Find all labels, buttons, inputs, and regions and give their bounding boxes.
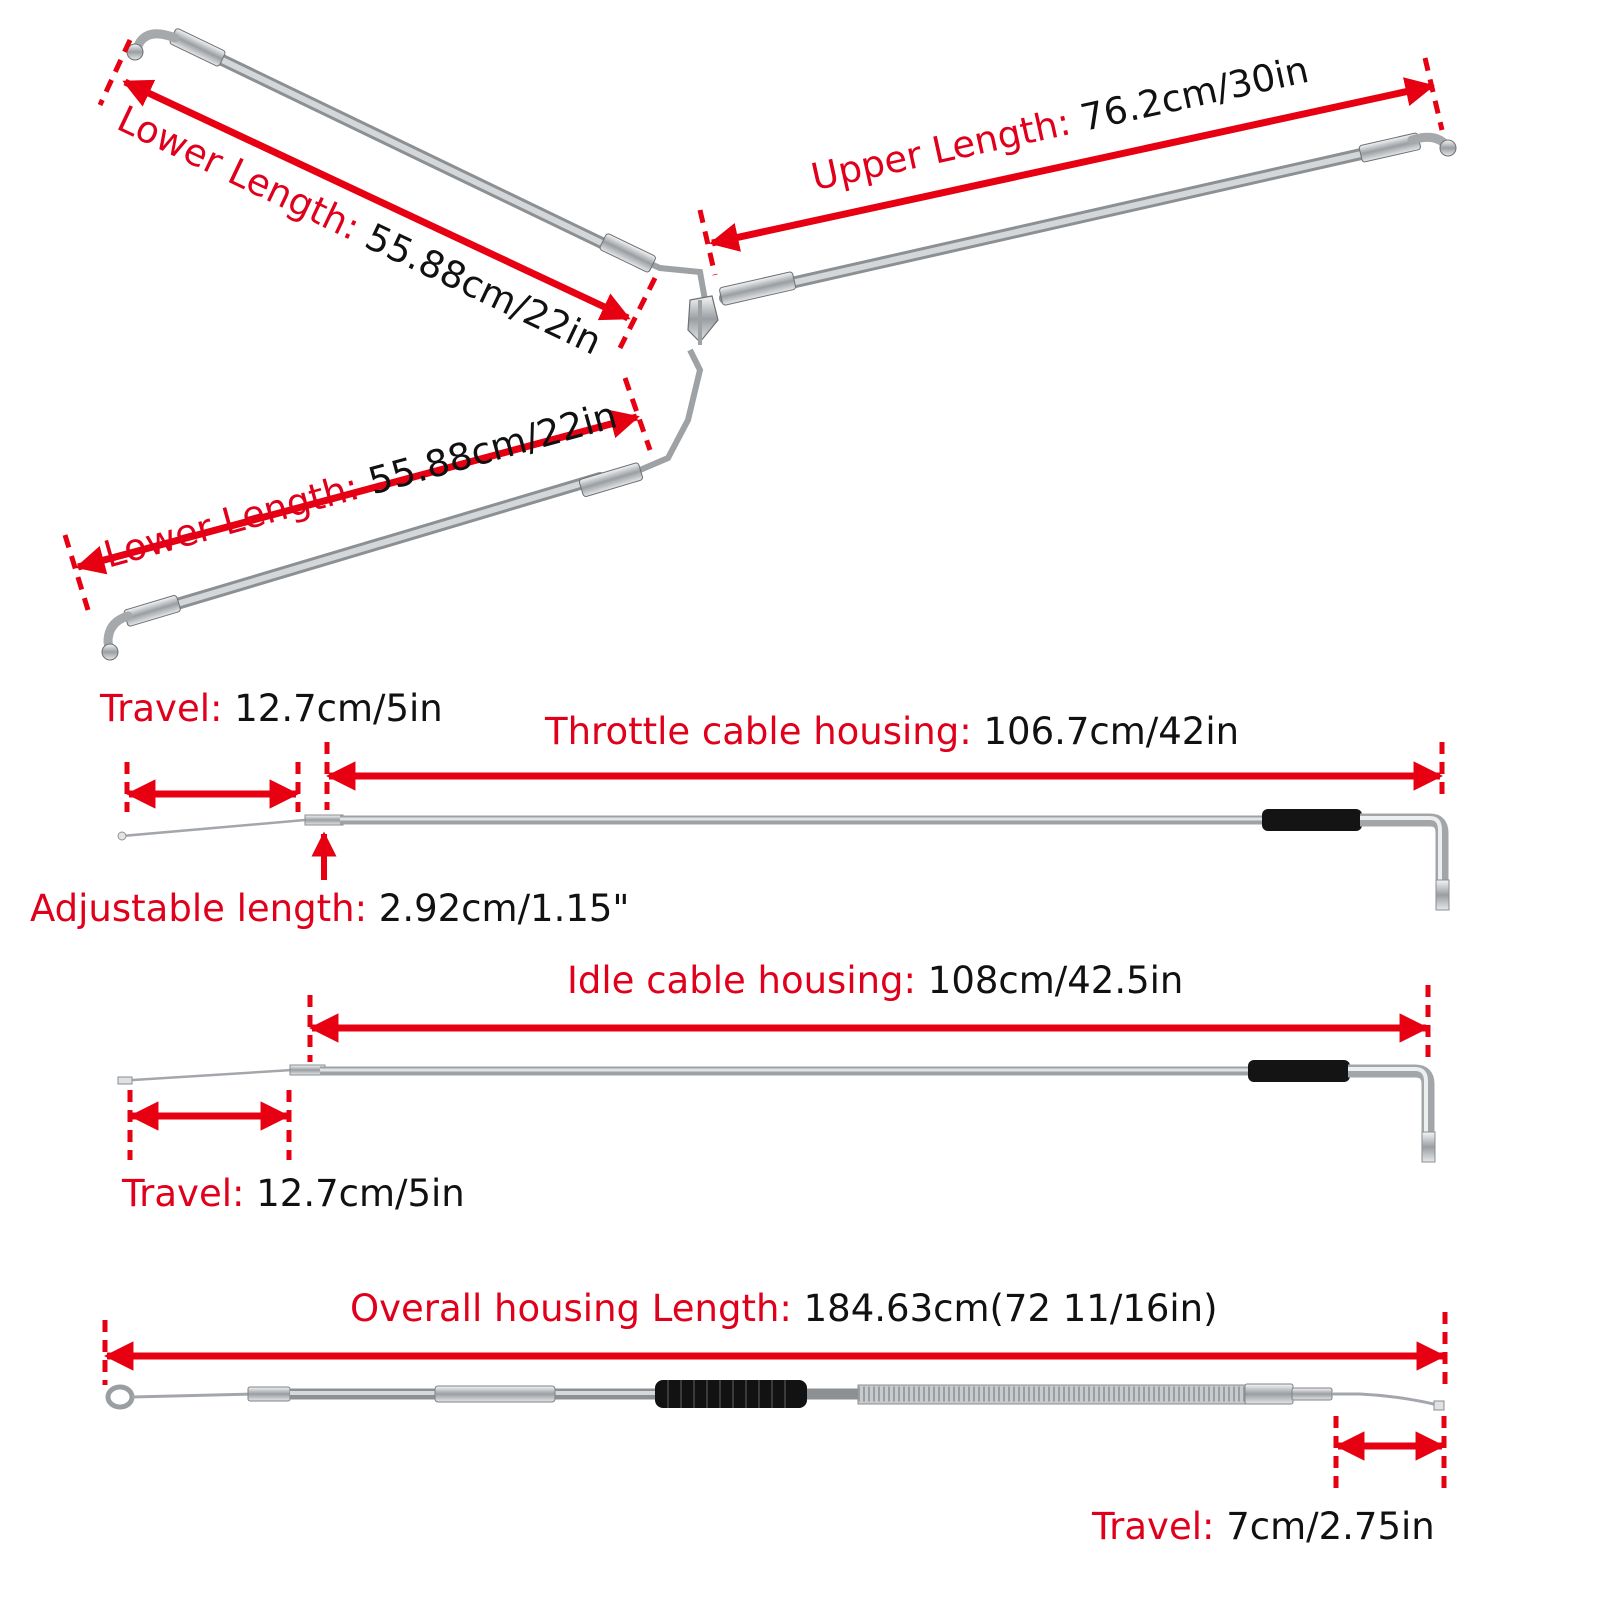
label-key: Adjustable length: [30,887,368,930]
ferrule-fitting [169,28,226,67]
junction-block [687,295,719,345]
label-key: Travel: [122,1172,245,1215]
label-overall-length: Overall housing Length: 184.63cm(72 11/1… [350,1290,1218,1327]
label-key: Throttle cable housing: [545,710,972,753]
label-value: 106.7cm/42in [983,710,1240,753]
adjuster-sleeve [434,1385,556,1403]
label-value: 12.7cm/5in [256,1172,465,1215]
label-throttle-housing: Throttle cable housing: 106.7cm/42in [545,713,1239,750]
label-key: Idle cable housing: [567,959,917,1002]
dimension-throttle-housing [324,742,1445,810]
ferrule-fitting [123,595,181,627]
label-adjustable-length: Adjustable length: 2.92cm/1.15" [30,890,629,927]
throttle-sleeve [1262,809,1362,831]
label-value: 7cm/2.75in [1226,1505,1435,1548]
dimension-throttle-travel [124,762,301,812]
label-value: 12.7cm/5in [234,687,443,730]
clutch-cable [105,1380,1445,1411]
ferrule-fitting [578,462,644,497]
label-key: Overall housing Length: [350,1287,792,1330]
dimension-idle-travel [127,1090,292,1160]
label-key: Travel: [100,687,223,730]
dimension-upper [697,57,1445,276]
label-clutch-travel: Travel: 7cm/2.75in [1092,1508,1435,1545]
dimension-overall [102,1312,1448,1385]
label-idle-travel: Travel: 12.7cm/5in [122,1175,465,1212]
dimension-clutch-travel [1333,1416,1447,1492]
label-value: 184.63cm(72 11/16in) [803,1287,1218,1330]
dimension-lower-bottom [62,377,653,611]
throttle-cable [117,809,1450,911]
eyelet-end [105,1384,135,1410]
label-value: 108cm/42.5in [927,959,1184,1002]
dimension-lower-top [97,38,658,350]
label-idle-housing: Idle cable housing: 108cm/42.5in [567,962,1183,999]
ferrule-fitting [719,271,797,306]
label-throttle-travel: Travel: 12.7cm/5in [100,690,443,727]
idle-sleeve [1248,1060,1350,1082]
ferrule-fitting [599,233,656,273]
label-key: Travel: [1092,1505,1215,1548]
dimension-idle-housing [307,985,1431,1062]
label-value: 2.92cm/1.15" [378,887,630,930]
idle-cable [117,1060,1436,1163]
